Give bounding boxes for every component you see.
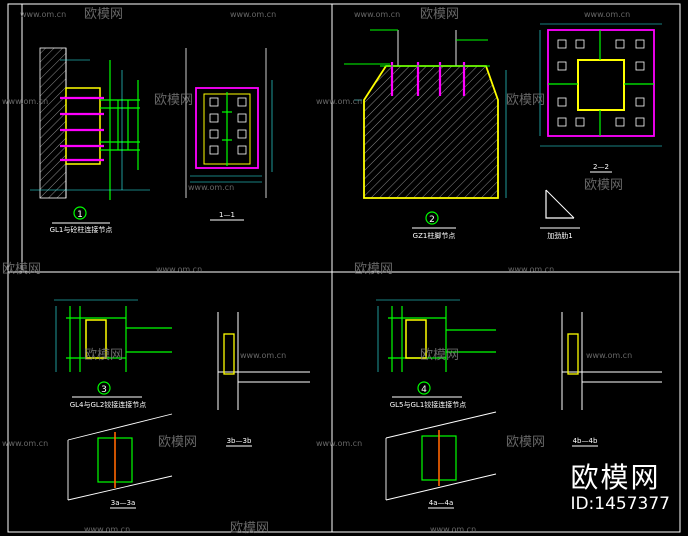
section-4b-4b: 4b—4b — [561, 312, 662, 447]
detail-3-number: 3 — [101, 385, 107, 395]
watermark-url: www.om.cn — [20, 10, 66, 19]
detail-2-marker: 2 GZ1柱脚节点 — [412, 211, 456, 240]
section-4a-4a: 4a—4a — [385, 411, 497, 509]
watermark-url: www.om.cn — [584, 10, 630, 19]
watermark-url: www.om.cn — [2, 97, 48, 106]
brand-name: 欧模网 — [570, 461, 661, 494]
section-2-2-caption: 2—2 — [593, 163, 609, 171]
brand-watermark: 欧模网 ID:1457377 — [570, 456, 670, 514]
watermark-url: www.om.cn — [84, 525, 130, 534]
section-3a-caption: 3a—3a — [111, 499, 136, 507]
watermark-url: www.om.cn — [230, 10, 276, 19]
watermark-brand: 欧模网 — [84, 7, 123, 22]
watermark-url: www.om.cn — [2, 439, 48, 448]
stiffener-1: 加劲肋1 — [540, 189, 580, 240]
detail-2-number: 2 — [429, 215, 435, 225]
detail-4-caption: GL5与GL1铰接连接节点 — [390, 400, 467, 409]
watermark-brand: 欧模网 — [420, 348, 459, 363]
watermark-url: www.om.cn — [316, 97, 362, 106]
section-3b-caption: 3b—3b — [227, 437, 252, 445]
watermark-url: www.om.cn — [586, 351, 632, 360]
watermark-brand: 欧模网 — [506, 93, 545, 108]
watermark-brand: 欧模网 — [584, 178, 623, 193]
watermark-url: www.om.cn — [430, 525, 476, 534]
watermark-brand: 欧模网 — [230, 521, 269, 536]
section-1-1-caption: 1—1 — [219, 211, 235, 219]
watermark-url: www.om.cn — [508, 265, 554, 274]
detail-3-marker: 3 GL4与GL2铰接连接节点 — [70, 381, 147, 409]
detail-4-elevation — [376, 299, 496, 372]
resource-id: ID:1457377 — [570, 494, 670, 514]
section-3b-3b: 3b—3b — [217, 312, 310, 447]
detail-3-elevation — [54, 299, 172, 372]
watermark-brand: 欧模网 — [84, 348, 123, 363]
watermark-brand: 欧模网 — [158, 435, 197, 450]
watermark-brand: 欧模网 — [506, 435, 545, 450]
watermark-url: www.om.cn — [188, 183, 234, 192]
detail-1-elevation — [30, 47, 150, 200]
section-1-1: 1—1 — [185, 48, 273, 221]
section-2-2: 2—2 — [539, 23, 662, 173]
detail-1-caption: GL1与砼柱连接节点 — [50, 225, 113, 234]
detail-2-caption: GZ1柱脚节点 — [413, 231, 456, 240]
detail-1-marker: 1 GL1与砼柱连接节点 — [50, 206, 113, 234]
watermark-url: www.om.cn — [240, 351, 286, 360]
sheet-frame — [7, 3, 681, 533]
stiffener-1-caption: 加劲肋1 — [547, 231, 572, 240]
detail-3-caption: GL4与GL2铰接连接节点 — [70, 400, 147, 409]
watermark-brand: 欧模网 — [154, 93, 193, 108]
watermark-brand: 欧模网 — [420, 7, 459, 22]
detail-1-number: 1 — [77, 210, 83, 220]
watermark-url: www.om.cn — [354, 10, 400, 19]
section-4a-caption: 4a—4a — [429, 499, 454, 507]
section-3a-3a: 3a—3a — [67, 413, 173, 509]
watermark-brand: 欧模网 — [354, 262, 393, 277]
detail-2-elevation — [344, 29, 507, 199]
detail-4-marker: 4 GL5与GL1铰接连接节点 — [390, 381, 467, 409]
watermark-brand: 欧模网 — [2, 262, 41, 277]
detail-4-number: 4 — [421, 385, 427, 395]
watermark-layer: www.om.cn 欧模网 www.om.cn www.om.cn 欧模网 ww… — [2, 7, 632, 536]
watermark-url: www.om.cn — [316, 439, 362, 448]
watermark-url: www.om.cn — [156, 265, 202, 274]
section-4b-caption: 4b—4b — [573, 437, 598, 445]
